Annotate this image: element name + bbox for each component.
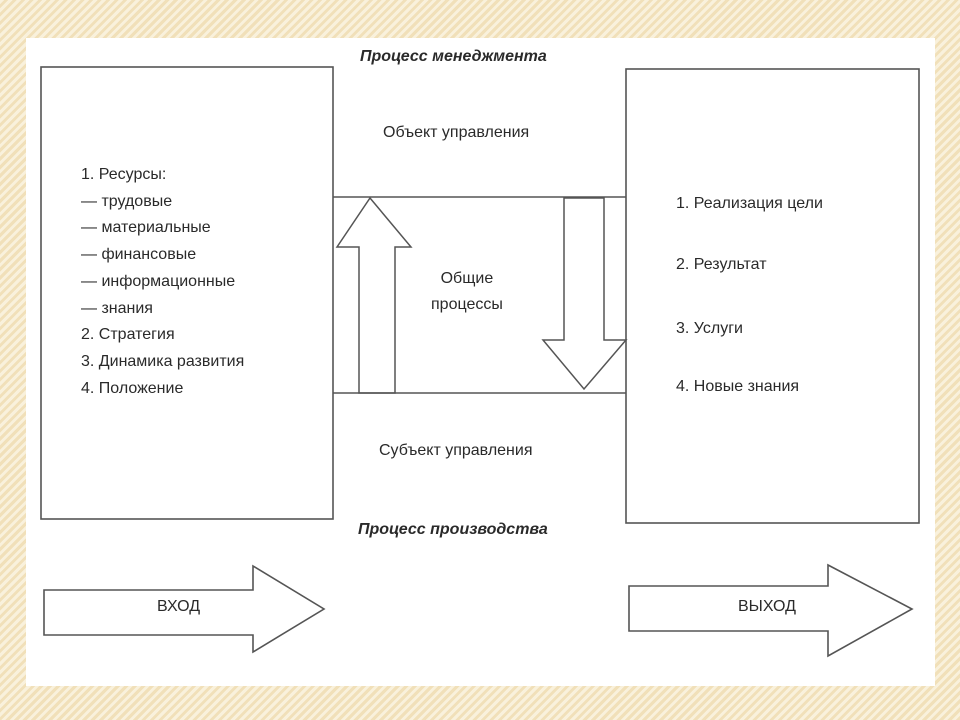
center-label-line-1: Общие	[440, 270, 494, 287]
up-arrow	[335, 196, 413, 394]
slide: Процесс менеджмента Объект управления Об…	[26, 38, 935, 686]
down-arrow	[541, 197, 628, 391]
input-item: — информационные	[81, 272, 236, 290]
subject-label: Субъект управления	[379, 442, 533, 459]
object-label: Объект управления	[383, 124, 530, 141]
input-item: — знания	[81, 299, 153, 317]
output-item: 2. Результат	[676, 256, 767, 273]
center-label: Общие процессы	[431, 266, 503, 318]
input-item: 1. Ресурсы:	[81, 166, 167, 183]
center-label-line-2: процессы	[431, 296, 503, 313]
output-arrow	[628, 563, 914, 658]
output-item: 4. Новые знания	[676, 378, 800, 395]
input-item: — финансовые	[81, 246, 197, 264]
input-box-list: 1. Ресурсы: — трудовые — материальные — …	[81, 162, 244, 402]
top-label-management: Процесс менеджмента	[360, 48, 547, 65]
input-item: 2. Стратегия	[81, 326, 175, 344]
output-item: 3. Услуги	[676, 320, 743, 337]
output-box	[625, 68, 920, 524]
input-arrow	[43, 564, 326, 654]
input-item: 4. Положение	[81, 379, 184, 397]
output-arrow-label: ВЫХОД	[738, 598, 796, 615]
output-item: 1. Реализация цели	[676, 195, 823, 212]
diagram-lines	[40, 66, 920, 658]
input-arrow-label: ВХОД	[157, 598, 201, 615]
input-item: 3. Динамика развития	[81, 352, 245, 370]
input-box	[40, 66, 334, 520]
bottom-label-production: Процесс производства	[358, 521, 548, 538]
input-item: — трудовые	[81, 192, 173, 210]
output-box-list: 1. Реализация цели 2. Результат 3. Услуг…	[676, 38, 906, 458]
input-item: — материальные	[81, 219, 211, 237]
